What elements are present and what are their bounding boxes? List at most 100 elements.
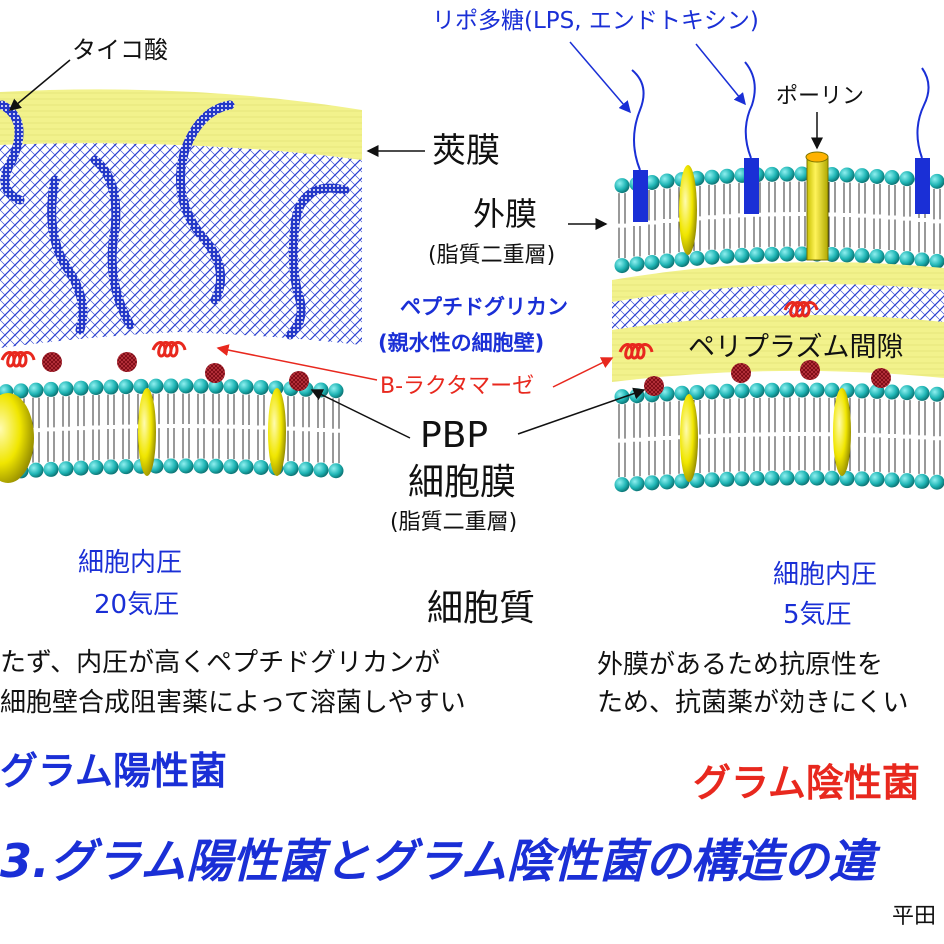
gram-negative-cell bbox=[612, 61, 944, 493]
lipid-head bbox=[794, 470, 810, 486]
inner-membrane-protein bbox=[833, 388, 851, 476]
pbp-protein bbox=[731, 363, 751, 383]
porin-opening bbox=[805, 151, 829, 163]
note-negative-line1: 外膜があるため抗原性を bbox=[597, 650, 884, 680]
lipid-head bbox=[899, 473, 915, 489]
lipid-head bbox=[73, 460, 89, 476]
lipid-head bbox=[103, 459, 119, 475]
label-pressure-positive: 細胞内圧 bbox=[78, 548, 183, 578]
lipid-head bbox=[884, 249, 900, 265]
lps-chain bbox=[744, 61, 756, 159]
lipid-head bbox=[178, 458, 194, 474]
lipid-head bbox=[43, 461, 59, 477]
lipid-head bbox=[193, 378, 209, 394]
inner-membrane-protein bbox=[680, 394, 698, 482]
lipid-head bbox=[13, 383, 29, 399]
lipid-head bbox=[704, 472, 720, 488]
periplasm-space bbox=[612, 315, 944, 382]
periplasm-upper-space bbox=[612, 262, 944, 302]
beta-lactamase-coil bbox=[618, 343, 654, 360]
beta-lactamase-coil bbox=[783, 301, 819, 318]
lipid-head bbox=[809, 382, 825, 398]
label-outer-membrane-sub: (脂質二重層) bbox=[428, 243, 556, 268]
lipid-head bbox=[659, 173, 675, 189]
beta-lactamase-coil bbox=[151, 341, 187, 358]
lps-anchor bbox=[633, 170, 648, 222]
lipid-head bbox=[929, 173, 944, 189]
lipid-head bbox=[58, 381, 74, 397]
lipid-head bbox=[779, 166, 795, 182]
capsule-layer bbox=[0, 89, 362, 160]
lipid-head bbox=[914, 252, 930, 268]
lipid-head bbox=[118, 459, 134, 475]
cell-membrane-negative bbox=[614, 382, 944, 493]
lipid-head bbox=[283, 461, 299, 477]
membrane-protein bbox=[268, 388, 286, 476]
label-pbp: PBP bbox=[420, 415, 489, 456]
pbp-arrow bbox=[517, 387, 646, 435]
lipid-head bbox=[779, 246, 795, 262]
lipid-head bbox=[929, 386, 944, 402]
lipid-head bbox=[914, 473, 930, 489]
label-teichoic-acid: タイコ酸 bbox=[72, 36, 168, 64]
lipid-head bbox=[73, 380, 89, 396]
pbp-protein bbox=[644, 376, 664, 396]
label-periplasm: ペリプラズム間隙 bbox=[688, 332, 904, 363]
lipid-head bbox=[779, 382, 795, 398]
peptidoglycan-layer-positive bbox=[0, 143, 362, 348]
heading-gram-negative: グラム陰性菌 bbox=[693, 761, 920, 805]
lipid-head bbox=[899, 251, 915, 267]
pbp-protein bbox=[42, 352, 62, 372]
figure-credit: 平田 bbox=[892, 904, 937, 929]
lipid-head bbox=[779, 470, 795, 486]
lipid-head bbox=[929, 253, 944, 269]
heading-gram-positive: グラム陽性菌 bbox=[0, 749, 227, 793]
lipid-head bbox=[88, 460, 104, 476]
lipid-head bbox=[929, 474, 944, 490]
pbp-protein bbox=[289, 371, 309, 391]
pbp-proteins-positive bbox=[42, 352, 309, 391]
lipid-head bbox=[914, 385, 930, 401]
lipid-head bbox=[734, 471, 750, 487]
lipid-head bbox=[734, 383, 750, 399]
lipid-head bbox=[854, 471, 870, 487]
lps-molecules bbox=[631, 61, 930, 222]
large-membrane-protein bbox=[0, 393, 34, 483]
note-positive-line2: 細胞壁合成阻害薬によって溶菌しやすい bbox=[0, 688, 466, 718]
lipid-head bbox=[223, 379, 239, 395]
lipid-head bbox=[238, 379, 254, 395]
label-beta-lactamase: Β-ラクタマーゼ bbox=[380, 374, 535, 399]
lipid-head bbox=[869, 168, 885, 184]
lipid-head bbox=[253, 459, 269, 475]
lipid-head bbox=[659, 253, 675, 269]
label-peptidoglycan-sub: (親水性の細胞壁) bbox=[378, 331, 545, 355]
lipid-head bbox=[704, 169, 720, 185]
lipid-head bbox=[629, 256, 645, 272]
label-peptidoglycan: ペプチドグリカン bbox=[400, 295, 568, 319]
lipid-head bbox=[899, 171, 915, 187]
lipid-head bbox=[884, 169, 900, 185]
lps-arrow bbox=[695, 43, 746, 106]
lipid-head bbox=[313, 382, 329, 398]
label-cell-membrane-sub: (脂質二重層) bbox=[390, 510, 518, 535]
pbp-protein bbox=[800, 360, 820, 380]
lipid-head bbox=[659, 386, 675, 402]
lipid-head bbox=[854, 168, 870, 184]
lipid-head bbox=[644, 174, 660, 190]
lipid-head bbox=[704, 249, 720, 265]
lps-chain bbox=[916, 67, 930, 159]
lipid-head bbox=[734, 247, 750, 263]
lipid-head bbox=[148, 378, 164, 394]
lipid-head bbox=[118, 379, 134, 395]
label-capsule: 莢膜 bbox=[432, 131, 500, 171]
beta-lactamase-coils-positive bbox=[0, 341, 187, 368]
porin-channel bbox=[805, 151, 829, 261]
pbp-proteins-negative bbox=[644, 360, 891, 396]
figure-title: 3.グラム陽性菌とグラム陰性菌の構造の違 bbox=[0, 834, 875, 888]
porin-body bbox=[806, 156, 829, 261]
gram-positive-cell bbox=[0, 89, 362, 483]
leader-arrows bbox=[8, 41, 823, 439]
teichoic-arrow bbox=[8, 59, 71, 111]
